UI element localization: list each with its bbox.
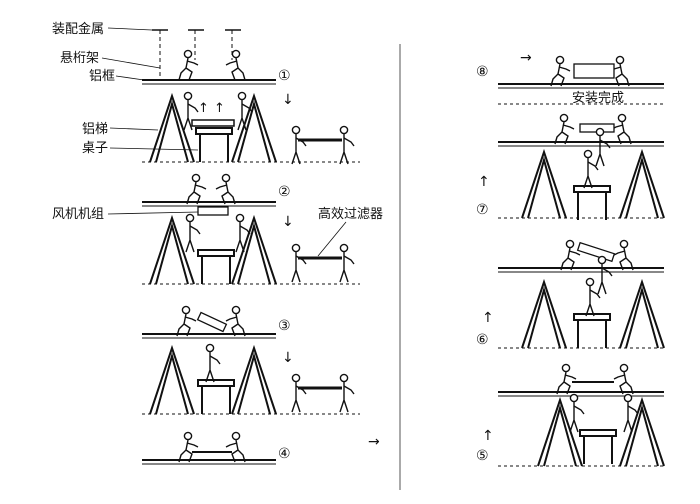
step-8-scene [498, 55, 664, 105]
step-5-scene [498, 363, 665, 467]
label-install-complete: 安装完成 [572, 91, 624, 106]
label-suspension-truss: 悬桁架 [60, 51, 99, 66]
step-3-number: ③ [278, 318, 291, 334]
step-4-scene [142, 431, 276, 465]
step-1-number: ① [278, 68, 291, 84]
step-7-scene [498, 113, 665, 221]
step-6-scene [498, 239, 665, 349]
step-4-number: ④ [278, 446, 291, 462]
step-8-number: ⑧ [476, 64, 489, 80]
right-arrow-icon: → [368, 434, 380, 450]
step-1-ladders: ↑ ↑ [142, 91, 360, 165]
label-table: 桌子 [82, 141, 108, 156]
down-arrow-icon: ↓ [282, 92, 294, 108]
label-hepa-filter: 高效过滤器 [318, 206, 383, 222]
step-3-scene [142, 305, 360, 415]
label-aluminum-frame: 铝框 [89, 69, 115, 84]
down-arrow-icon: ↓ [282, 214, 294, 230]
right-arrow-icon: → [520, 50, 532, 66]
step-6-number: ⑥ [476, 332, 489, 348]
step-5-number: ⑤ [476, 448, 489, 464]
step-7-number: ⑦ [476, 202, 489, 218]
label-fan-unit: 风机机组 [52, 207, 104, 222]
step-2-scene [142, 173, 360, 285]
up-arrow-icon: ↑ [482, 428, 494, 444]
label-assembly-fitting: 装配金属 [52, 21, 104, 37]
step-2-number: ② [278, 184, 291, 200]
down-arrow-icon: ↓ [282, 350, 294, 366]
step-1-ceiling [142, 29, 276, 85]
up-arrow-icon: ↑ [198, 101, 209, 116]
label-aluminum-ladder: 铝梯 [82, 122, 108, 137]
up-arrow-icon: ↑ [214, 101, 225, 116]
up-arrow-icon: ↑ [478, 174, 490, 190]
up-arrow-icon: ↑ [482, 310, 494, 326]
